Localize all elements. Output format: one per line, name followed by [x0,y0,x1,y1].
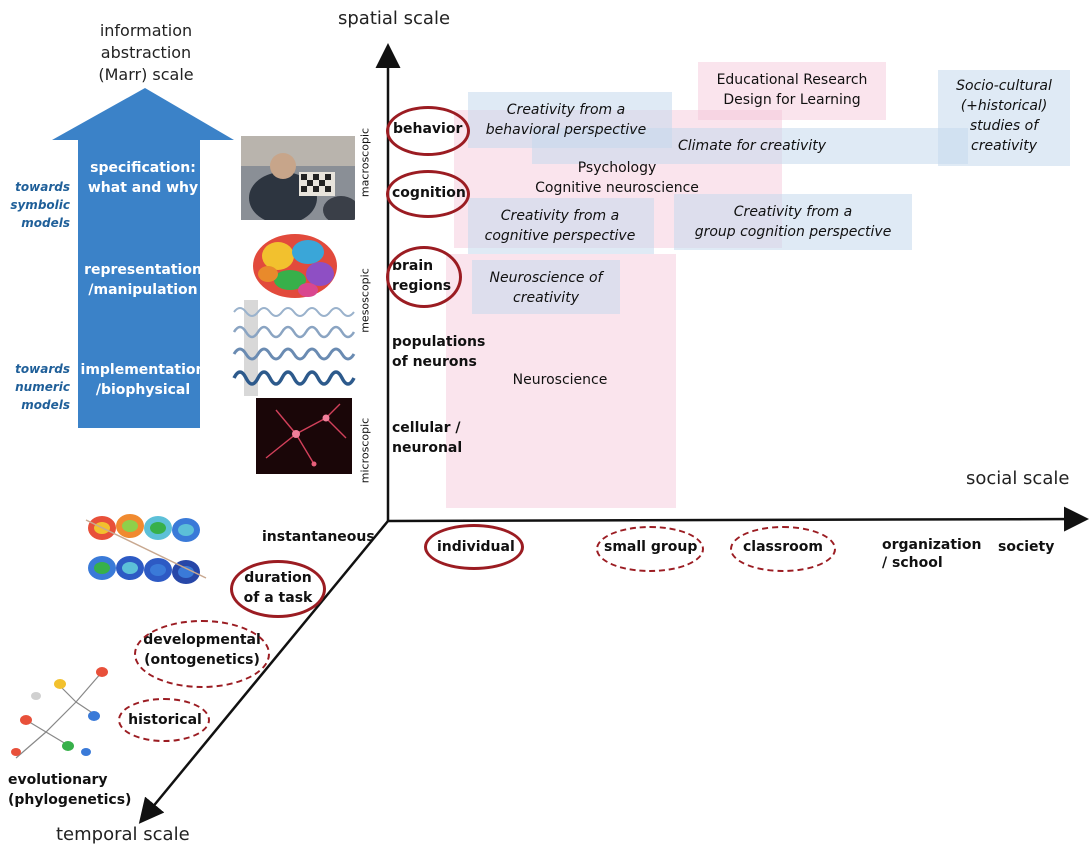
marr-text-line: /biophysical [95,382,191,398]
behavioral-creativity-label: Creativity from a behavioral perspective [466,100,666,140]
marr-text-line: what and why [87,180,199,196]
symbolic-line: towards [15,180,70,194]
level-line: neuronal [392,440,463,456]
brain-regions-image [253,234,337,298]
field-line: Psychology [577,160,657,176]
abstraction-axis-title: information abstraction (Marr) scale [66,20,226,86]
level-line: populations [392,334,486,350]
marr-representation: representation /manipulation [78,260,208,300]
abstraction-title-line: abstraction [100,43,192,62]
social-level-organization: organization / school [882,536,981,572]
field-line: creativity [971,138,1037,154]
field-line: Socio-cultural [956,78,1052,94]
field-line: creativity [513,290,579,306]
historical-circle [118,698,210,742]
numeric-line: numeric [15,380,70,394]
symbolic-line: symbolic [10,198,70,212]
sociocultural-region [938,70,1070,166]
mesoscopic-label: mesoscopic [358,268,372,333]
microscopic-label: microscopic [358,417,372,484]
macroscopic-label: macroscopic [358,127,372,198]
field-line: Creativity from a [500,208,620,224]
spatial-level-populations: populations of neurons [392,332,485,372]
marr-specification: specification: what and why [78,158,208,198]
marr-implementation: implementation /biophysical [78,360,208,400]
classroom-circle [730,526,836,572]
numeric-line: towards [15,362,70,376]
spatial-axis-title: spatial scale [338,8,451,29]
marr-text-line: specification: [90,160,196,176]
field-line: cognitive perspective [484,228,636,244]
towards-symbolic-label: towards symbolic models [2,178,70,232]
field-line: (+historical) [960,98,1048,114]
brain-regions-circle [386,246,462,308]
brain-development-image [85,514,207,584]
cognition-circle [386,170,470,218]
marr-arrow [52,88,234,428]
social-level-society: society [998,539,1055,555]
neurons-microscopy-image [256,398,352,474]
field-line: Cognitive neuroscience [535,180,699,196]
small-group-circle [596,526,704,572]
social-line: / school [882,555,943,571]
social-line: organization [882,537,982,553]
field-line: Design for Learning [723,92,861,108]
field-line: studies of [969,118,1039,134]
phylogenetic-tree-image [11,667,108,759]
temporal-line: (phylogenetics) [8,792,132,808]
abstraction-title-line: (Marr) scale [98,65,194,84]
psychology-label: Psychology Cognitive neuroscience [512,158,722,198]
level-line: cellular / [392,420,461,436]
neural-signal-traces [232,300,356,396]
temporal-axis [138,520,389,824]
social-axis-title: social scale [966,468,1070,489]
symbolic-line: models [21,216,70,230]
towards-numeric-label: towards numeric models [2,360,70,414]
level-line: of neurons [392,354,477,370]
sociocultural-label: Socio-cultural (+historical) studies of … [938,76,1070,156]
climate-region [532,128,968,164]
individual-circle [424,524,524,570]
cognitive-creativity-label: Creativity from a cognitive perspective [462,206,658,246]
abstraction-title-line: information [99,21,193,40]
chess-players-photo [241,136,355,220]
field-line: group cognition perspective [694,224,892,240]
neuroscience-label: Neuroscience [512,372,608,388]
behavior-circle [386,106,470,156]
field-line: behavioral perspective [485,122,647,138]
field-line: Educational Research [716,72,868,88]
marr-text-line: /manipulation [88,282,198,298]
temporal-level-instantaneous: instantaneous [262,529,375,545]
numeric-line: models [21,398,70,412]
cognitive-creativity-region [468,198,654,254]
field-line: Creativity from a [506,102,626,118]
neuro-creativity-region [472,260,620,314]
educational-research-region [698,62,886,120]
educational-research-label: Educational Research Design for Learning [698,70,886,110]
group-cognition-region [674,194,912,250]
marr-text-line: representation [84,262,202,278]
neuro-creativity-label: Neuroscience of creativity [472,268,620,308]
group-cognition-label: Creativity from a group cognition perspe… [674,202,912,242]
temporal-axis-title: temporal scale [56,824,190,845]
spatial-level-cellular: cellular / neuronal [392,418,462,458]
temporal-level-evolutionary: evolutionary (phylogenetics) [8,770,131,810]
social-axis [387,506,1089,532]
developmental-circle [134,620,270,688]
field-line: Neuroscience of [489,270,603,286]
climate-label: Climate for creativity [678,138,826,154]
duration-task-circle [230,560,326,618]
marr-text-line: implementation [80,362,206,378]
field-line: Creativity from a [733,204,853,220]
temporal-line: evolutionary [8,772,108,788]
